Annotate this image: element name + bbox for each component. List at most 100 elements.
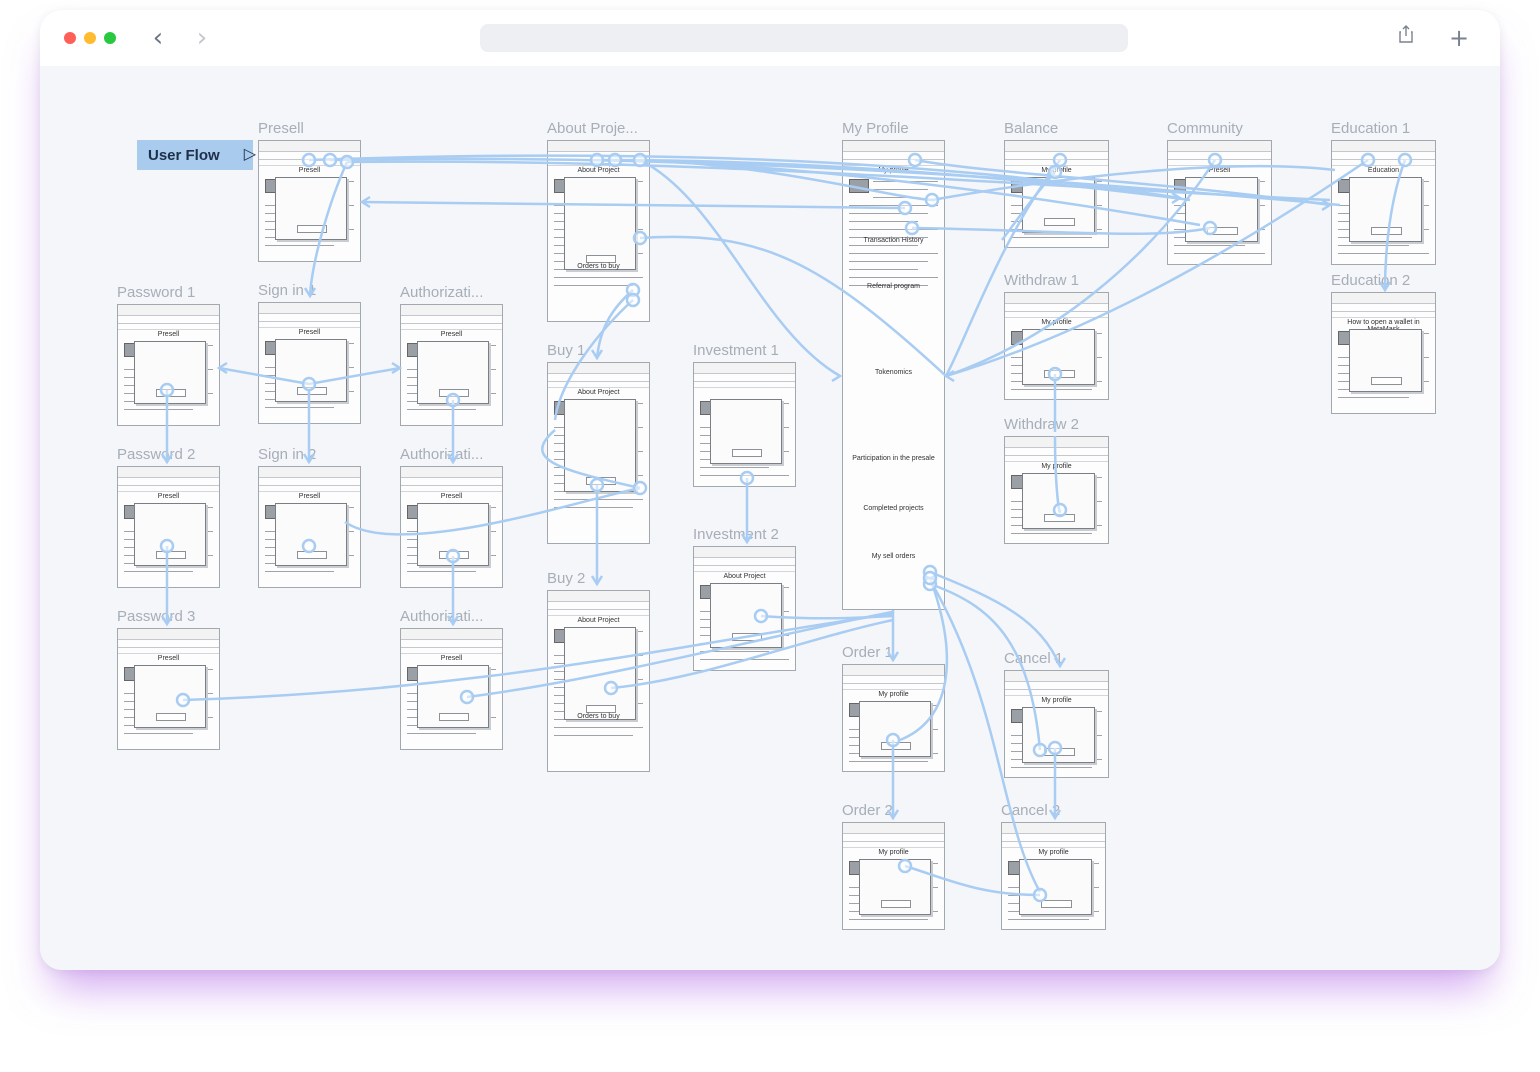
hotspot-icon[interactable] — [175, 692, 191, 708]
flow-connector — [541, 429, 641, 490]
wireframe-menu-bar — [259, 322, 360, 328]
minimize-window-button[interactable] — [84, 32, 96, 44]
hotspot-icon[interactable] — [739, 470, 755, 486]
flow-connector — [1383, 159, 1407, 291]
hotspot-icon[interactable] — [632, 230, 648, 246]
wireframe-text-line — [849, 269, 918, 270]
modal-button — [439, 713, 469, 721]
share-icon[interactable] — [1392, 24, 1420, 52]
hotspot-icon[interactable] — [885, 732, 901, 748]
chevron-left-icon[interactable]: ‹ — [152, 23, 164, 53]
modal-button — [297, 225, 327, 233]
hotspot-icon[interactable] — [1032, 887, 1048, 903]
hotspot-icon[interactable] — [322, 152, 338, 168]
wireframe-text-line — [849, 277, 938, 278]
hotspot-icon[interactable] — [589, 152, 605, 168]
wireframe-text-line — [554, 499, 643, 500]
hotspot-icon[interactable] — [159, 382, 175, 398]
wireframe-screen: Education — [1331, 140, 1436, 265]
wireframe-heading: My profile — [1038, 849, 1069, 856]
wireframe-browser-bar — [1168, 141, 1271, 152]
hotspot-icon[interactable] — [1052, 152, 1068, 168]
hotspot-icon[interactable] — [603, 680, 619, 696]
hotspot-icon[interactable] — [924, 192, 940, 208]
wireframe-nav-bar — [1005, 682, 1108, 690]
wireframe-nav-bar — [118, 640, 219, 648]
wireframe-browser-bar — [259, 141, 360, 152]
hotspot-icon[interactable] — [445, 548, 461, 564]
address-bar[interactable] — [480, 24, 1128, 52]
hotspot-icon[interactable] — [632, 480, 648, 496]
flow-connector — [904, 864, 1041, 897]
flow-connector — [931, 165, 1336, 202]
flow-connectors — [159, 152, 1413, 903]
hotspot-icon[interactable] — [1207, 152, 1223, 168]
wireframe-menu-bar — [259, 486, 360, 492]
frame-authorization-3[interactable]: Authorizati...Presell — [400, 608, 503, 750]
arrowhead-icon — [590, 349, 604, 361]
hotspot-icon[interactable] — [632, 152, 648, 168]
hotspot-icon[interactable] — [1047, 366, 1063, 382]
hotspot-icon[interactable] — [459, 689, 475, 705]
zoom-window-button[interactable] — [104, 32, 116, 44]
user-flow-start-badge[interactable]: User Flow ▷ — [137, 140, 256, 170]
wireframe-heading: Presell — [298, 167, 321, 174]
hotspot-icon[interactable] — [301, 376, 317, 392]
hotspot-icon[interactable] — [1047, 740, 1063, 756]
wireframe-menu-bar — [401, 486, 502, 492]
flow-connector — [928, 579, 1042, 893]
flow-connector — [466, 610, 893, 699]
hotspot-icon[interactable] — [1052, 502, 1068, 518]
frame-investment-1[interactable]: Investment 1 — [693, 342, 796, 487]
hotspot-icon[interactable] — [897, 200, 913, 216]
hotspot-icon[interactable] — [301, 152, 317, 168]
wireframe-nav-bar — [694, 558, 795, 566]
arrowhead-icon — [160, 615, 174, 627]
hotspot-icon[interactable] — [922, 570, 938, 586]
hotspot-icon[interactable] — [904, 220, 920, 236]
frame-authorization-1[interactable]: Authorizati...Presell — [400, 284, 503, 426]
flow-connector — [899, 577, 949, 742]
wireframe-text-line — [1011, 767, 1092, 768]
wireframe-browser-bar — [843, 141, 944, 152]
wireframe-text-line — [265, 571, 334, 572]
section-heading: Orders to buy — [577, 713, 620, 720]
wireframe-menu-bar — [548, 610, 649, 616]
hotspot-icon[interactable] — [1047, 164, 1063, 180]
hotspot-icon[interactable] — [301, 538, 317, 554]
hotspot-icon[interactable] — [1032, 742, 1048, 758]
hotspot-icon[interactable] — [589, 477, 605, 493]
chevron-right-icon[interactable]: › — [196, 23, 208, 53]
frame-title: Investment 2 — [693, 526, 779, 543]
close-window-button[interactable] — [64, 32, 76, 44]
hotspot-icon[interactable] — [339, 154, 355, 170]
plus-icon[interactable]: + — [1448, 24, 1470, 52]
hotspot-icon[interactable] — [445, 392, 461, 408]
hotspot-icon[interactable] — [1360, 152, 1376, 168]
hotspot-icon[interactable] — [625, 292, 641, 308]
flow-connector — [595, 289, 634, 359]
hotspot-icon[interactable] — [907, 152, 923, 168]
hotspot-icon[interactable] — [753, 608, 769, 624]
hotspot-icon[interactable] — [1202, 220, 1218, 236]
flow-connector — [914, 158, 1331, 207]
hotspot-icon[interactable] — [159, 538, 175, 554]
wireframe-browser-bar — [1005, 437, 1108, 448]
hotspot-icon[interactable] — [897, 858, 913, 874]
hotspot-icon[interactable] — [607, 152, 623, 168]
hotspot-icon[interactable] — [1397, 152, 1413, 168]
wireframe-text-line — [1338, 245, 1409, 246]
arrowhead-icon — [740, 533, 754, 545]
